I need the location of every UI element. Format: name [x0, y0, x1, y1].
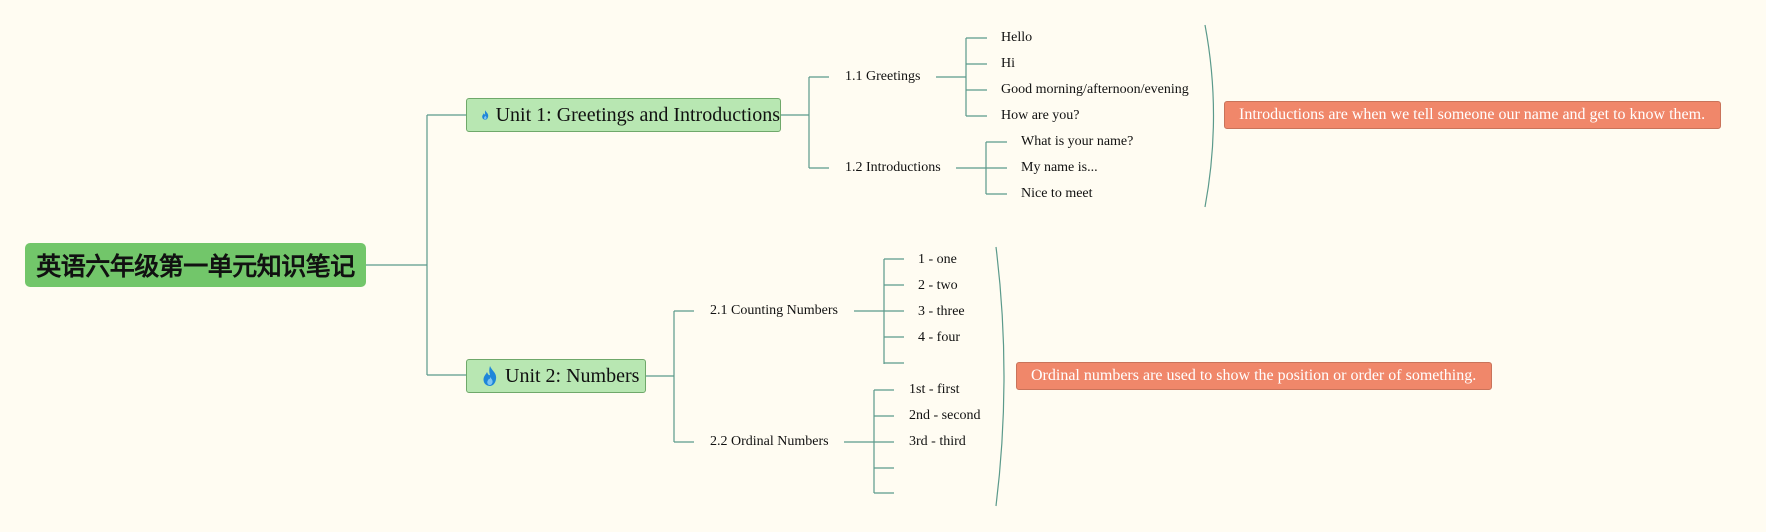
leaf-first[interactable]: 1st - first: [909, 382, 960, 397]
section-2-2-label[interactable]: 2.2 Ordinal Numbers: [710, 434, 829, 449]
root-topic[interactable]: 英语六年级第一单元知识笔记: [25, 243, 366, 287]
summary-note-1[interactable]: Introductions are when we tell someone o…: [1224, 101, 1721, 129]
leaf-four[interactable]: 4 - four: [918, 330, 960, 345]
leaf-hello[interactable]: Hello: [1001, 30, 1033, 45]
unit-2-topic[interactable]: Unit 2: Numbers: [466, 359, 646, 393]
section-1-2-label[interactable]: 1.2 Introductions: [845, 160, 941, 175]
section-1-2-connector: [956, 141, 1007, 195]
leaf-two[interactable]: 2 - two: [918, 278, 958, 293]
leaf-second[interactable]: 2nd - second: [909, 408, 981, 423]
flame-icon: [482, 110, 489, 120]
root-connector: [366, 114, 466, 376]
summary-note-2[interactable]: Ordinal numbers are used to show the pos…: [1016, 362, 1492, 390]
unit1-connector: [781, 76, 829, 169]
summary-1-text: Introductions are when we tell someone o…: [1239, 106, 1706, 123]
root-title: 英语六年级第一单元知识笔记: [36, 252, 355, 281]
unit-1-topic[interactable]: Unit 1: Greetings and Introductions: [466, 98, 781, 132]
section-2-1-label[interactable]: 2.1 Counting Numbers: [710, 303, 838, 318]
leaf-my-name-is[interactable]: My name is...: [1021, 160, 1098, 175]
leaf-third[interactable]: 3rd - third: [909, 434, 966, 449]
section-2-1-connector: [854, 258, 904, 364]
unit-2-title: Unit 2: Numbers: [505, 364, 640, 387]
section-1-1-label[interactable]: 1.1 Greetings: [845, 69, 921, 84]
leaf-nice-to-meet[interactable]: Nice to meet: [1021, 186, 1093, 201]
unit2-connector: [646, 310, 694, 443]
leaf-one[interactable]: 1 - one: [918, 252, 957, 267]
summary-2-text: Ordinal numbers are used to show the pos…: [1031, 367, 1477, 384]
unit-1-title: Unit 1: Greetings and Introductions: [495, 103, 780, 126]
leaf-hi[interactable]: Hi: [1001, 56, 1015, 71]
leaf-what-is-your-name[interactable]: What is your name?: [1021, 134, 1134, 149]
summary-brace-2: [995, 246, 1005, 507]
section-2-2-connector: [844, 389, 894, 494]
leaf-how-are-you[interactable]: How are you?: [1001, 108, 1080, 123]
flame-icon: [483, 366, 497, 386]
section-1-1-connector: [936, 37, 987, 117]
leaf-good-morning[interactable]: Good morning/afternoon/evening: [1001, 82, 1189, 97]
summary-brace-1: [1204, 24, 1215, 208]
leaf-three[interactable]: 3 - three: [918, 304, 965, 319]
